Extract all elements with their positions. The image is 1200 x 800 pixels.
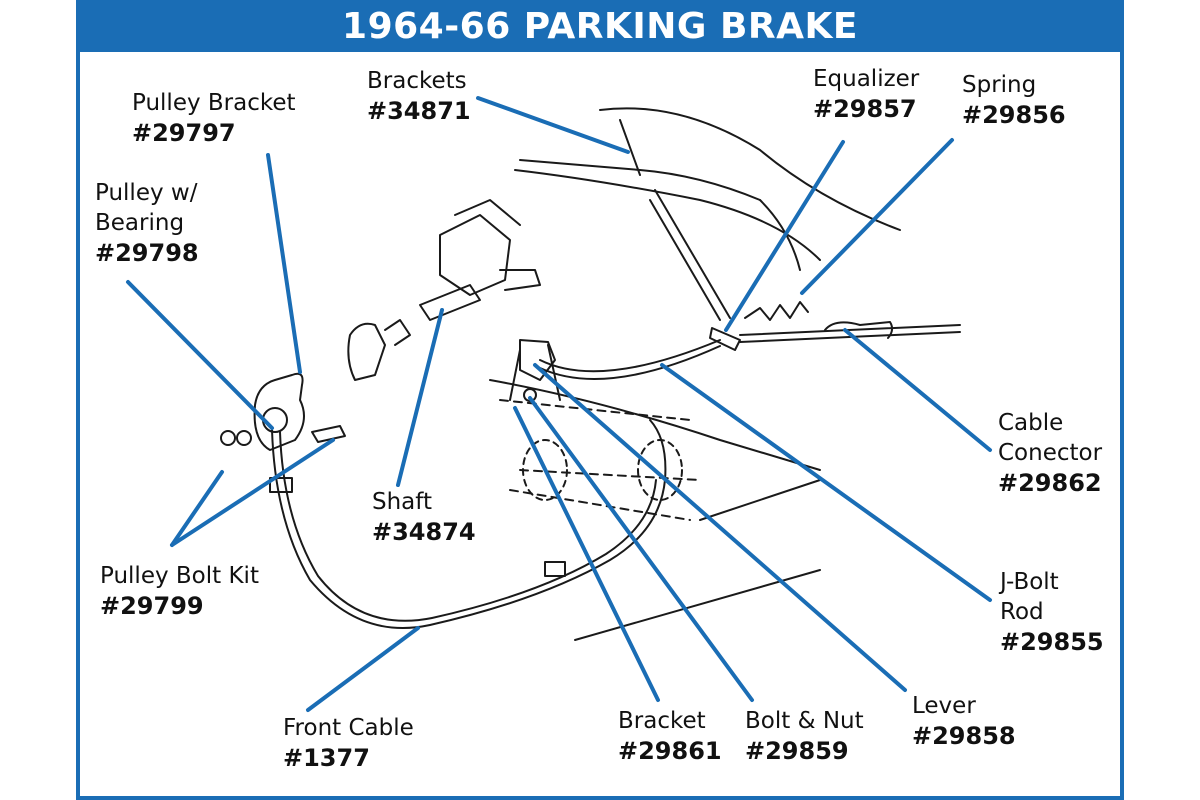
- callout-name: J-Bolt Rod: [1000, 569, 1059, 625]
- callout-part-number: #1377: [283, 744, 370, 772]
- callout-equalizer: Equalizer #29857: [813, 64, 919, 124]
- callout-part-number: #34871: [367, 97, 471, 125]
- leader-lines: [126, 96, 992, 712]
- callout-front-cable: Front Cable #1377: [283, 713, 414, 773]
- callout-name: Pulley w/ Bearing: [95, 180, 198, 236]
- callout-name: Spring: [962, 72, 1037, 98]
- leader-equalizer: [724, 140, 845, 332]
- leader-pulley-bracket: [266, 153, 302, 374]
- callout-name: Equalizer: [813, 66, 920, 92]
- callout-cable-connector: Cable Conector #29862: [998, 408, 1102, 498]
- leader-brackets: [476, 96, 630, 154]
- callout-shaft: Shaft #34874: [372, 487, 476, 547]
- leader-lever: [533, 363, 907, 692]
- callout-part-number: #29859: [745, 737, 849, 765]
- callout-name: Pulley Bracket: [132, 90, 296, 116]
- callout-part-number: #29857: [813, 95, 917, 123]
- callout-name: Shaft: [372, 489, 432, 515]
- leader-bolt-nut: [528, 396, 754, 702]
- callout-name: Cable Conector: [998, 410, 1103, 466]
- callout-j-bolt-rod: J-Bolt Rod #29855: [1000, 567, 1104, 657]
- leader-pulley-bolt-kit-a: [170, 470, 224, 547]
- callout-part-number: #34874: [372, 518, 476, 546]
- callout-name: Front Cable: [283, 715, 414, 741]
- leader-j-bolt-rod: [660, 363, 992, 602]
- callout-pulley-bearing: Pulley w/ Bearing #29798: [95, 178, 199, 268]
- line-art: [220, 107, 961, 641]
- callout-part-number: #29856: [962, 101, 1066, 129]
- callout-name: Lever: [912, 693, 976, 719]
- callout-bracket: Bracket #29861: [618, 706, 722, 766]
- diagram-title: 1964-66 PARKING BRAKE: [342, 5, 858, 47]
- leader-spring: [800, 138, 954, 295]
- callout-part-number: #29858: [912, 722, 1016, 750]
- diagram-frame: [76, 0, 1124, 800]
- callout-brackets: Brackets #34871: [367, 66, 471, 126]
- callout-lever: Lever #29858: [912, 691, 1016, 751]
- callout-spring: Spring #29856: [962, 70, 1066, 130]
- callout-part-number: #29855: [1000, 628, 1104, 656]
- callout-name: Brackets: [367, 68, 467, 94]
- title-bar: 1964-66 PARKING BRAKE: [76, 0, 1124, 52]
- leader-pulley-bolt-kit-b: [170, 438, 335, 547]
- callout-name: Bracket: [618, 708, 706, 734]
- callout-part-number: #29862: [998, 469, 1102, 497]
- leader-cable-connector: [843, 328, 992, 452]
- callout-part-number: #29798: [95, 239, 199, 267]
- callout-part-number: #29797: [132, 119, 236, 147]
- callout-part-number: #29799: [100, 592, 204, 620]
- callout-name: Bolt & Nut: [745, 708, 864, 734]
- callout-pulley-bracket: Pulley Bracket #29797: [132, 88, 296, 148]
- leader-pulley-bearing: [126, 280, 274, 430]
- leader-shaft: [396, 308, 444, 487]
- callout-bolt-nut: Bolt & Nut #29859: [745, 706, 864, 766]
- callout-pulley-bolt-kit: Pulley Bolt Kit #29799: [100, 561, 259, 621]
- callout-name: Pulley Bolt Kit: [100, 563, 259, 589]
- leader-front-cable: [306, 626, 420, 712]
- leader-bracket: [513, 406, 660, 702]
- callout-part-number: #29861: [618, 737, 722, 765]
